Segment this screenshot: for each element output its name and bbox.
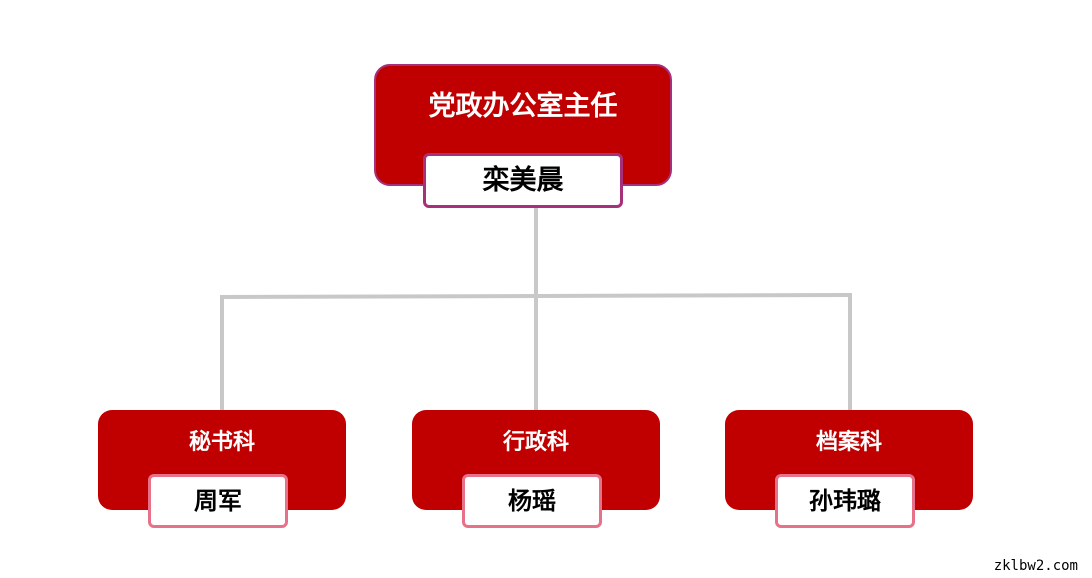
root-person-name: 栾美晨 [423,153,623,208]
department-person-name: 杨瑶 [462,474,602,528]
connector-horizontal-bar [219,293,853,299]
department-person-name: 周军 [148,474,288,528]
department-title: 行政科 [502,430,569,455]
department-person-name: 孙玮璐 [775,474,915,528]
department-title: 秘书科 [188,430,255,455]
department-box-secretariat: 秘书科 [98,410,346,510]
department-title: 档案科 [815,430,882,455]
root-position-title: 党政办公室主任 [428,91,618,122]
watermark-text: zklbw2.com [993,558,1078,574]
